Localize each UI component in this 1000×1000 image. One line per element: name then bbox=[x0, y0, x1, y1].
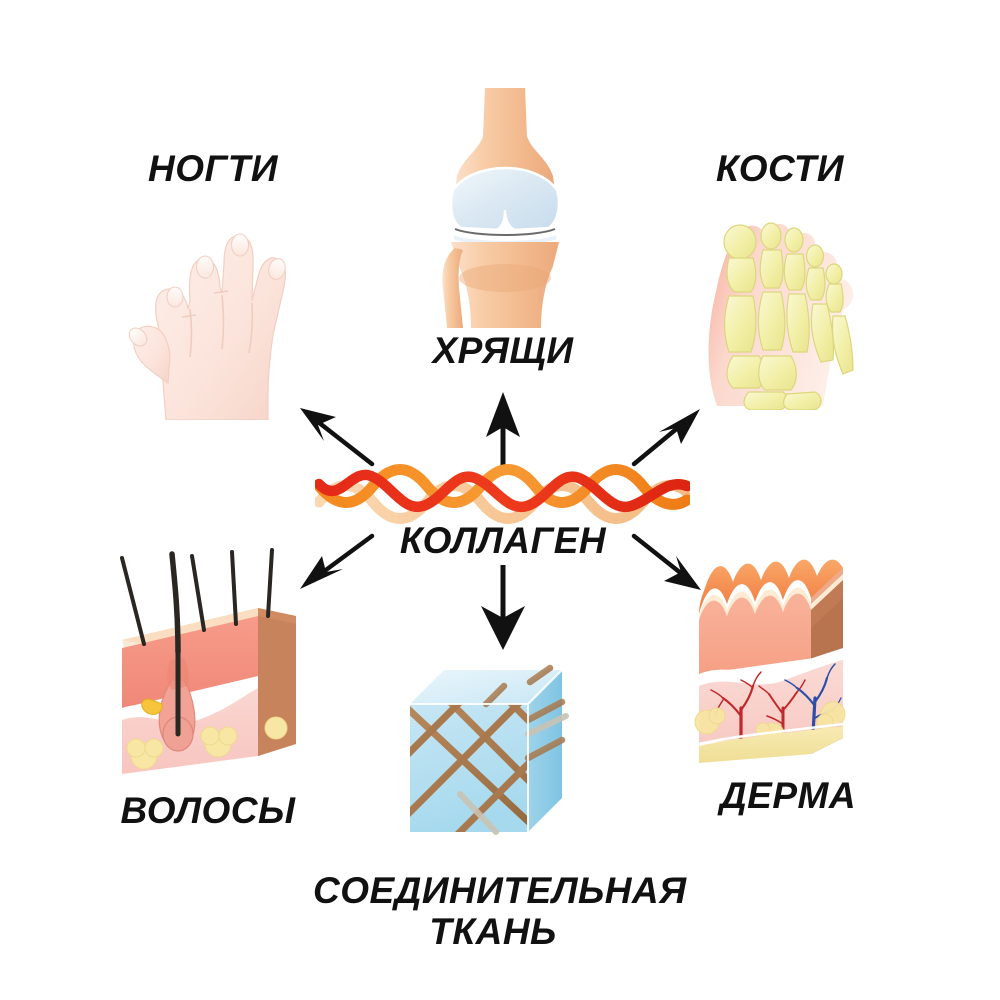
connective-tissue-illustration bbox=[400, 662, 580, 842]
arrow-to-cartilage bbox=[486, 392, 520, 466]
label-connective-tissue: СОЕДИНИТЕЛЬНАЯ ТКАНЬ bbox=[313, 870, 687, 953]
arrow-to-connective-tissue bbox=[481, 565, 525, 650]
arrow-to-dermis bbox=[631, 533, 701, 590]
dermis-illustration bbox=[693, 558, 878, 763]
hair-illustration bbox=[100, 548, 315, 783]
fingernail bbox=[268, 258, 286, 280]
label-nails: НОГТИ bbox=[148, 148, 278, 189]
arrow-to-nails bbox=[300, 408, 375, 467]
fingernail bbox=[166, 286, 184, 308]
label-cartilage: ХРЯЩИ bbox=[432, 330, 574, 371]
arrow-to-bones bbox=[631, 409, 700, 467]
collagen-triple-helix-icon bbox=[313, 462, 693, 524]
hair-shaft bbox=[120, 548, 274, 655]
fingernail bbox=[196, 255, 214, 279]
bones-illustration bbox=[695, 210, 870, 411]
label-hair: ВОЛОСЫ bbox=[120, 790, 296, 831]
nails-illustration bbox=[118, 205, 308, 421]
fat-lobule bbox=[126, 716, 288, 770]
label-dermis: ДЕРМА bbox=[719, 775, 857, 816]
label-bones: КОСТИ bbox=[715, 148, 845, 189]
cartilage-illustration bbox=[435, 88, 575, 328]
fingernail bbox=[128, 327, 148, 347]
fingernail bbox=[231, 233, 249, 257]
label-collagen: КОЛЛАГЕН bbox=[399, 520, 607, 561]
